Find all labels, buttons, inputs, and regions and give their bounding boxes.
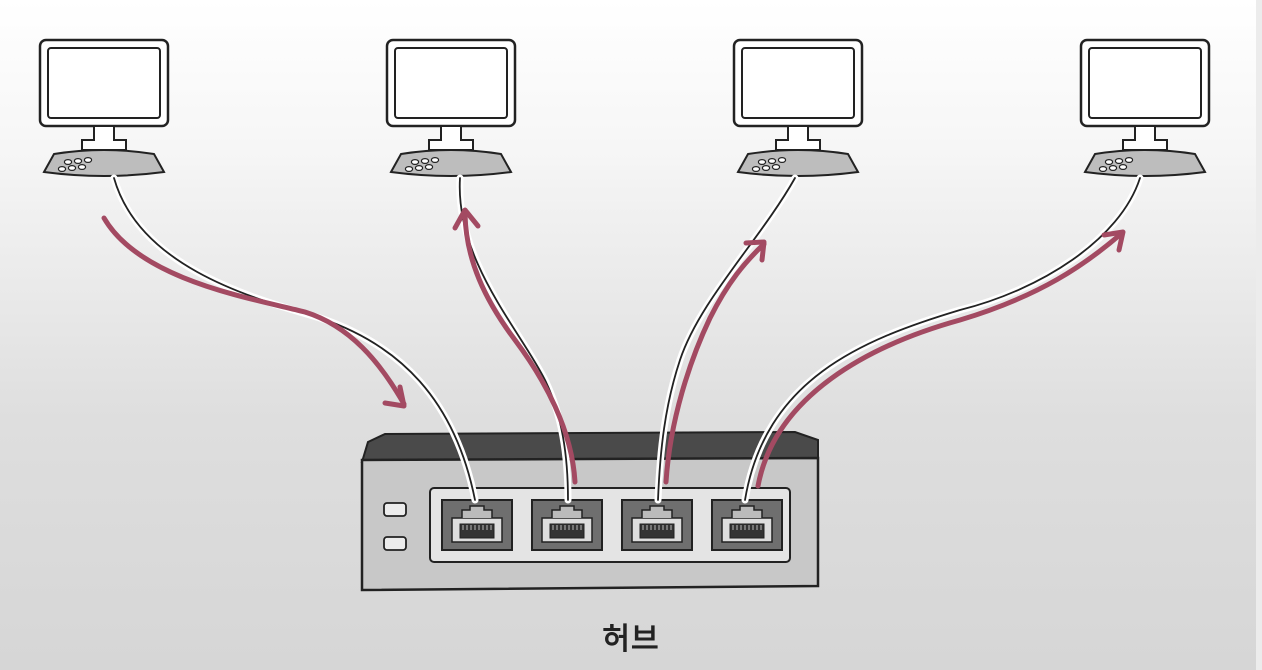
- computer-3: [732, 38, 864, 178]
- status-light: [383, 502, 407, 517]
- hub-port-4: [711, 499, 783, 551]
- flow-arrow-outgoing-4: [755, 229, 1126, 489]
- hub-port-2: [531, 499, 603, 551]
- computer-2: [385, 38, 517, 178]
- hub-port-1: [441, 499, 513, 551]
- cable-4: [741, 174, 1144, 504]
- flow-arrow-outgoing-2: [452, 207, 578, 485]
- computer-1: [38, 38, 170, 178]
- computer-4: [1079, 38, 1211, 178]
- cable-3: [654, 174, 799, 504]
- hub-port-3: [621, 499, 693, 551]
- flow-arrow-incoming: [101, 215, 407, 409]
- flow-arrow-outgoing-3: [663, 239, 767, 485]
- hub-caption: 허브: [602, 622, 660, 657]
- right-edge-strip: [1256, 0, 1262, 670]
- hub-device: [360, 430, 820, 592]
- status-light: [383, 536, 407, 551]
